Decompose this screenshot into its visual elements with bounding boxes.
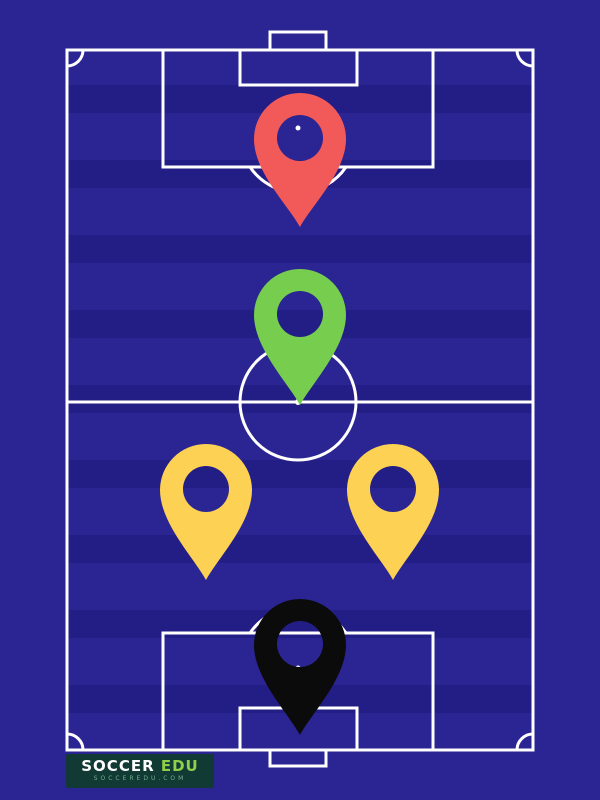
corner-arc — [515, 732, 534, 751]
marker-yellow-right-icon — [347, 444, 439, 580]
pitch-stripe — [67, 460, 533, 488]
corner-arc — [66, 732, 85, 751]
logo-word-edu: EDU — [160, 757, 199, 775]
pitch-stripe — [67, 535, 533, 563]
marker-black-icon — [254, 599, 346, 735]
marker-red-icon — [254, 93, 346, 227]
soccer-edu-logo: SOCCER EDU SOCCEREDU.COM — [66, 754, 214, 788]
marker-yellow-left-icon — [160, 444, 252, 580]
marker-green-icon — [254, 269, 346, 405]
logo-wordmark: SOCCER EDU — [66, 757, 214, 775]
formation-markers — [160, 93, 439, 735]
top-penalty-spot — [295, 125, 301, 131]
top-goal-area — [238, 48, 359, 87]
pitch-stripe — [67, 310, 533, 338]
corner-arc — [515, 49, 534, 68]
logo-word-soccer: SOCCER — [81, 757, 155, 775]
logo-subtitle: SOCCEREDU.COM — [93, 775, 187, 782]
corner-arc — [66, 49, 85, 68]
pitch-stripe — [67, 235, 533, 263]
pitch-lines — [65, 30, 535, 768]
